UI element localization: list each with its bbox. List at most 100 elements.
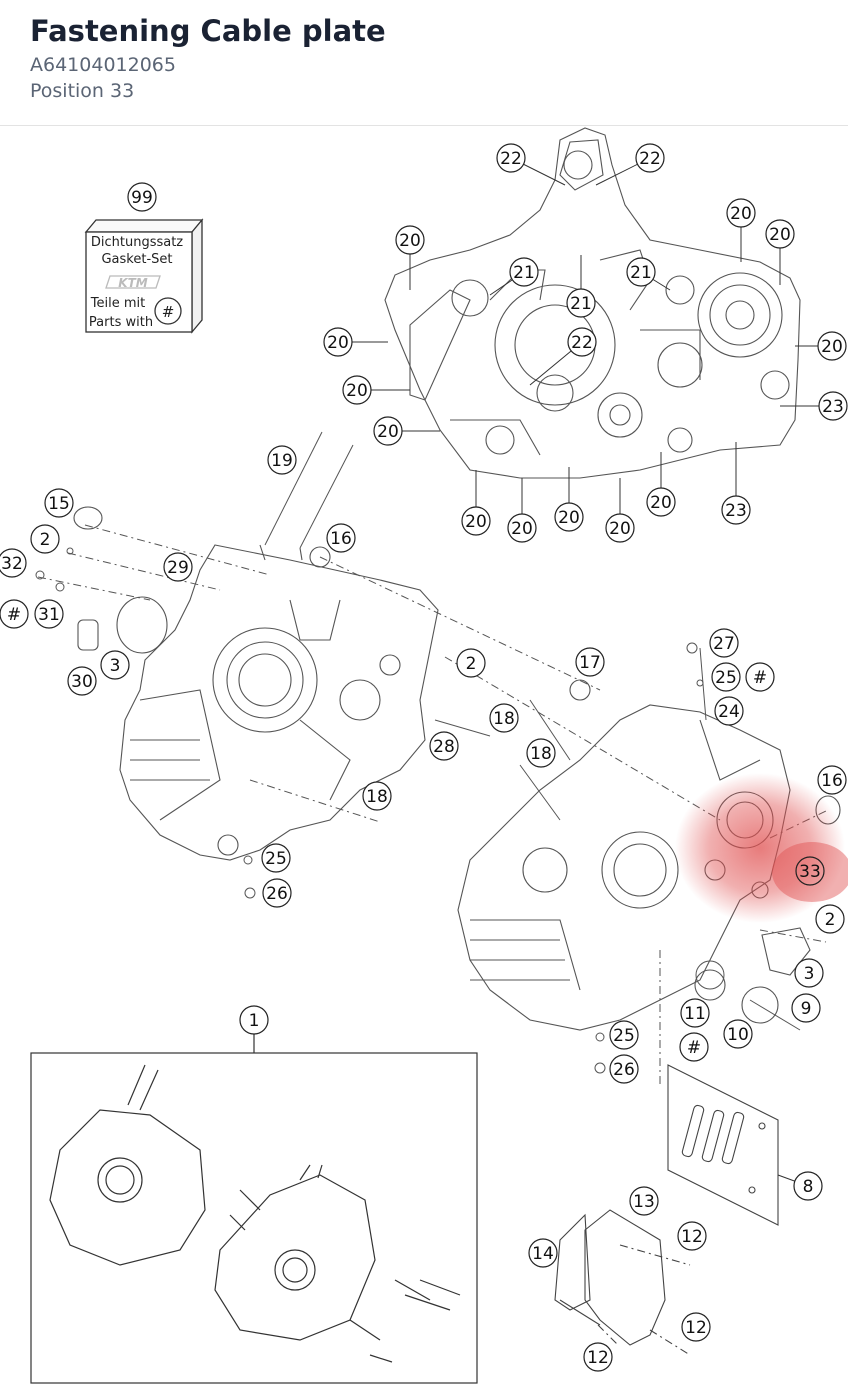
callout-number-c17: 17 (579, 653, 601, 673)
callout-number-chash3: # (687, 1038, 701, 1058)
callout-number-c22c: 22 (571, 333, 593, 353)
position-label: Position 33 (30, 80, 135, 102)
callout-circle-c29[interactable] (163, 552, 193, 582)
callout-circle-c2c[interactable] (815, 904, 845, 934)
callout-circle-c3a[interactable] (100, 650, 130, 680)
callout-circle-c15[interactable] (44, 488, 74, 518)
callout-circle-c13[interactable] (629, 1186, 659, 1216)
callout-circle-c25a[interactable] (711, 662, 741, 692)
callout-circle-c18c[interactable] (362, 781, 392, 811)
callout-circle-chash1[interactable] (0, 599, 29, 629)
callout-circle-c20e[interactable] (817, 331, 847, 361)
callout-circle-c22b[interactable] (635, 143, 665, 173)
callout-number-c1: 1 (249, 1011, 260, 1031)
callout-circle-c24[interactable] (714, 696, 744, 726)
callout-circle-c23b[interactable] (721, 495, 751, 525)
callout-number-c25a: 25 (715, 668, 737, 688)
callout-number-c2a: 2 (40, 530, 51, 550)
gasket-hash: # (162, 303, 175, 321)
callout-circle-c21c[interactable] (566, 288, 596, 318)
callout-circle-c10[interactable] (723, 1019, 753, 1049)
callout-circle-c19[interactable] (267, 445, 297, 475)
callout-circle-c21a[interactable] (509, 257, 539, 287)
callout-circle-c22c[interactable] (567, 327, 597, 357)
callout-circle-c20j[interactable] (554, 502, 584, 532)
callout-circle-c3b[interactable] (794, 958, 824, 988)
callout-circle-c20i[interactable] (507, 513, 537, 543)
callout-circle-c2b[interactable] (456, 648, 486, 678)
callout-number-c12c: 12 (587, 1348, 609, 1368)
callout-circle-c20k[interactable] (605, 513, 635, 543)
callout-circle-c20g[interactable] (373, 416, 403, 446)
callout-number-c20d: 20 (327, 333, 349, 353)
callout-circle-c25b[interactable] (261, 843, 291, 873)
callout-circle-c28[interactable] (429, 731, 459, 761)
callout-number-c9: 9 (801, 999, 812, 1019)
callout-circle-c32[interactable] (0, 548, 27, 578)
callout-circle-c23a[interactable] (818, 391, 848, 421)
callout-circle-c20a[interactable] (395, 225, 425, 255)
callout-circle-c16b[interactable] (817, 765, 847, 795)
callout-number-c12b: 12 (685, 1318, 707, 1338)
gasket-line4: Parts with (89, 315, 153, 330)
callout-number-33: 33 (799, 862, 821, 882)
callout-circle-c21b[interactable] (626, 257, 656, 287)
callout-number-c26b: 26 (613, 1060, 635, 1080)
callout-circle-chash3[interactable] (679, 1032, 709, 1062)
callout-circle-c20h[interactable] (461, 506, 491, 536)
callout-number-c18c: 18 (366, 787, 388, 807)
callout-circle-c25c[interactable] (609, 1020, 639, 1050)
callout-circle-c20f[interactable] (342, 375, 372, 405)
callout-circle-c12c[interactable] (583, 1342, 613, 1372)
callout-number-c26a: 26 (266, 884, 288, 904)
callout-number-c28: 28 (433, 737, 455, 757)
callout-number-c27: 27 (713, 634, 735, 654)
callout-circle-c1[interactable] (239, 1005, 269, 1035)
callout-number-c21c: 21 (570, 294, 592, 314)
callout-circle-c18b[interactable] (526, 738, 556, 768)
callout-circle-c26b[interactable] (609, 1054, 639, 1084)
callout-number-c25c: 25 (613, 1026, 635, 1046)
callout-circle-c11[interactable] (680, 998, 710, 1028)
callout-circle-c30[interactable] (67, 666, 97, 696)
callout-circle-33[interactable] (795, 856, 825, 886)
callout-number-c8: 8 (803, 1177, 814, 1197)
callout-number-c20k: 20 (609, 519, 631, 539)
crankcase-assembly-frame (30, 1033, 478, 1384)
callout-circle-c20b[interactable] (726, 198, 756, 228)
callout-circle-c27[interactable] (709, 628, 739, 658)
callout-circle-c18a[interactable] (489, 703, 519, 733)
ktm-logo: KTM (118, 276, 147, 290)
callout-number-c31: 31 (38, 605, 60, 625)
callout-number-c20e: 20 (821, 337, 843, 357)
callout-circle-c14[interactable] (528, 1238, 558, 1268)
callout-circle-c31[interactable] (34, 599, 64, 629)
callout-number-c20a: 20 (399, 231, 421, 251)
crankcase-inner-view (384, 127, 801, 479)
highlight-position-33[interactable] (675, 773, 848, 923)
callout-circle-c20d[interactable] (323, 327, 353, 357)
callout-circle-c20c[interactable] (765, 219, 795, 249)
callout-circle-c99[interactable] (127, 182, 157, 212)
callout-number-c24: 24 (718, 702, 740, 722)
callout-circle-c26a[interactable] (262, 878, 292, 908)
callout-number-c2c: 2 (825, 910, 836, 930)
callout-number-c29: 29 (167, 558, 189, 578)
callout-circle-chash2[interactable] (745, 662, 775, 692)
callout-circle-c16a[interactable] (326, 523, 356, 553)
callout-circle-c17[interactable] (575, 647, 605, 677)
callout-circle-c8[interactable] (793, 1171, 823, 1201)
callout-number-c10: 10 (727, 1025, 749, 1045)
callout-circle-c20l[interactable] (646, 487, 676, 517)
callout-number-chash1: # (7, 605, 21, 625)
callout-circle-c12b[interactable] (681, 1312, 711, 1342)
callout-number-c2b: 2 (466, 654, 477, 674)
callout-circle-c12a[interactable] (677, 1221, 707, 1251)
callout-circle-c9[interactable] (791, 993, 821, 1023)
callout-number-c13: 13 (633, 1192, 655, 1212)
callout-number-c20h: 20 (465, 512, 487, 532)
callout-circle-c22a[interactable] (496, 143, 526, 173)
callout-number-c11: 11 (684, 1004, 706, 1024)
callout-circle-c2a[interactable] (30, 524, 60, 554)
